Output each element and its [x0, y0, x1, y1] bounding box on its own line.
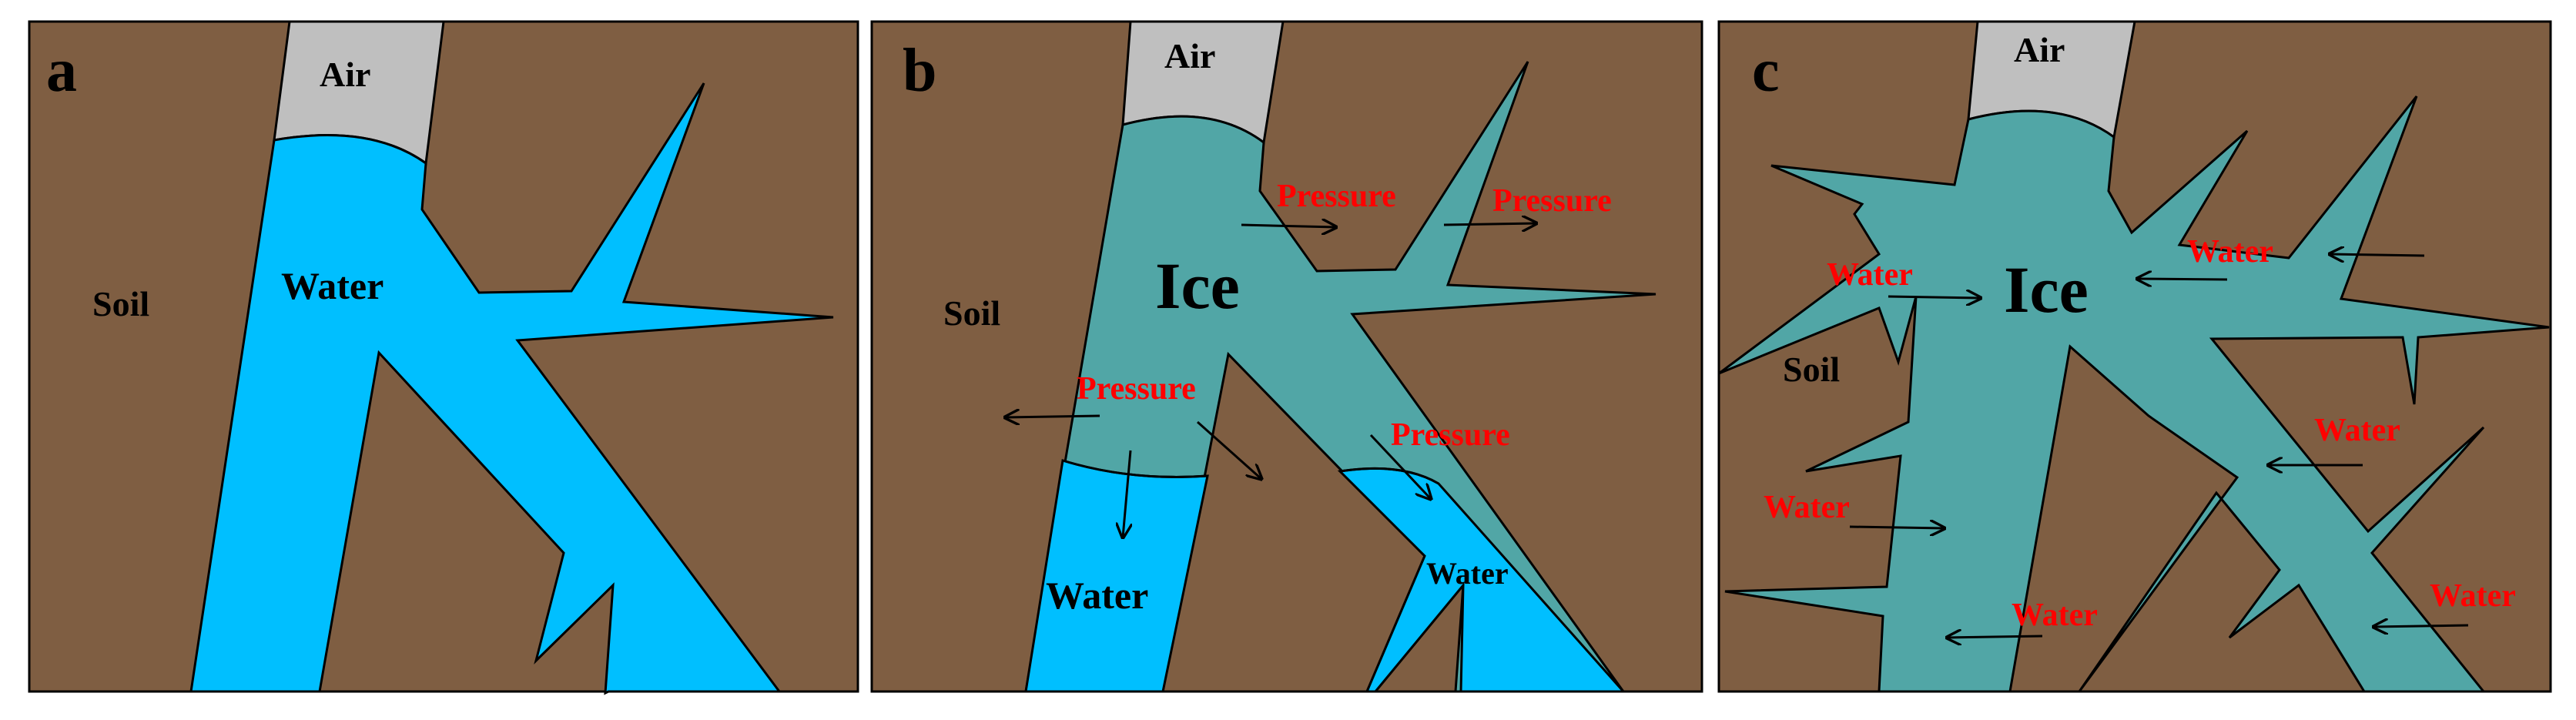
panel-c-ice-label: Ice	[2004, 253, 2089, 327]
panel-a-letter: a	[46, 37, 77, 105]
panel-c-arrow-7	[2373, 625, 2469, 627]
panel-c: c Air Soil Ice Water Water Water Water W…	[1717, 20, 2552, 693]
panel-c-soil-label: Soil	[1783, 350, 1840, 389]
panel-b: b Air Soil Ice Water Water Pressure Pres…	[870, 20, 1703, 693]
panel-a: a Air Soil Water	[28, 20, 859, 695]
panel-b-arrow-3	[1005, 416, 1100, 417]
panel-c-letter: c	[1752, 37, 1780, 105]
panel-c-water-label-2: Water	[2187, 234, 2273, 270]
panel-c-water-label-6: Water	[2430, 578, 2516, 614]
panel-c-water-label-3: Water	[2314, 413, 2400, 448]
panel-c-arrow-5	[1849, 527, 1945, 528]
panel-b-pressure-label-2: Pressure	[1492, 183, 1612, 219]
panel-b-arrow-5	[1197, 420, 1261, 479]
panel-a-soil-label: Soil	[92, 284, 149, 323]
panel-b-air-label: Air	[1164, 36, 1215, 75]
panel-c-air-label: Air	[2014, 30, 2065, 69]
panel-a-water	[189, 82, 834, 695]
panel-c-water-label-1: Water	[1827, 257, 1913, 293]
panel-b-ice-label: Ice	[1155, 249, 1240, 323]
panel-b-pressure-label-4: Pressure	[1391, 417, 1510, 453]
panel-c-ice	[1718, 95, 2550, 693]
panel-b-arrow-4	[1123, 450, 1131, 537]
panel-b-arrow-6	[1369, 434, 1431, 499]
panel-c-arrow-6	[1947, 636, 2043, 638]
panel-b-pressure-label-3: Pressure	[1077, 371, 1196, 407]
panel-b-letter: b	[903, 37, 937, 105]
panel-b-water-left-label: Water	[1046, 574, 1148, 617]
panel-b-arrow-2	[1443, 223, 1536, 225]
panel-a-water-label: Water	[281, 264, 384, 307]
panel-b-water-right-label: Water	[1426, 556, 1509, 591]
panel-b-freezing-front-right	[1339, 467, 1439, 485]
panel-c-water-label-5: Water	[2012, 598, 2098, 633]
panel-b-pressure-label-1: Pressure	[1277, 179, 1396, 214]
panel-b-freezing-front-left	[1062, 459, 1208, 478]
panel-b-arrow-1	[1241, 225, 1336, 227]
panel-c-water-label-4: Water	[1764, 490, 1850, 525]
panel-b-soil-label: Soil	[943, 293, 1000, 333]
panel-c-arrow-3	[2330, 254, 2425, 256]
panel-c-arrow-2	[2137, 279, 2228, 280]
panel-c-arrow-1	[1888, 296, 1981, 298]
panel-a-air-label: Air	[320, 55, 370, 94]
